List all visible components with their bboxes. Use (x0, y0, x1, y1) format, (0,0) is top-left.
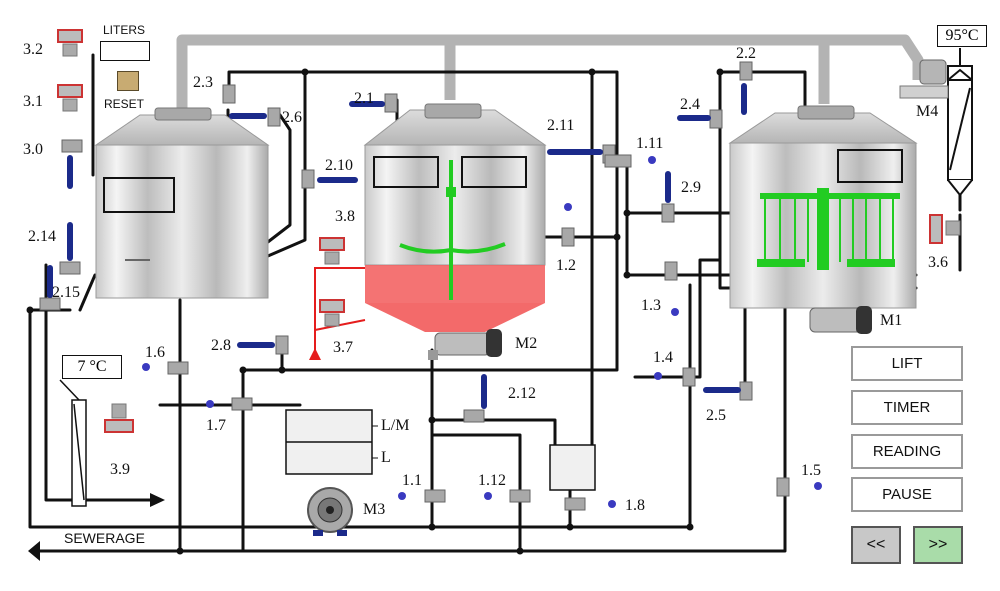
valve-3-9-label: 3.9 (110, 461, 130, 478)
motor-m4 (899, 59, 949, 99)
valve-2-6-label: 2.6 (282, 109, 302, 126)
liters-display (100, 41, 150, 61)
valve-2-9-label: 2.9 (681, 179, 701, 196)
heat-exchanger-cold (59, 379, 165, 507)
valve-2-8-label: 2.8 (211, 337, 231, 354)
heating-line (314, 267, 366, 355)
valve-1-8-label: 1.8 (625, 497, 645, 514)
valve-2-12-label: 2.12 (508, 385, 536, 402)
valve-1-2-label: 1.2 (556, 257, 576, 274)
valve-1-4-label: 1.4 (653, 349, 673, 366)
valve-1-12-label: 1.12 (478, 472, 506, 489)
valve-3-1-label: 3.1 (23, 93, 43, 110)
collector-vessel (549, 444, 596, 491)
valve-3-0-label: 3.0 (23, 141, 43, 158)
valve-2-11-label: 2.11 (547, 117, 575, 134)
valve-3-2-label: 3.2 (23, 41, 43, 58)
motor-m3-label: M3 (363, 501, 386, 518)
temperature-cold-display: 7 °C (62, 355, 122, 379)
sewerage-arrow (28, 541, 40, 561)
manual-valves (39, 61, 822, 511)
valve-2-14-label: 2.14 (28, 228, 56, 245)
reset-label: RESET (104, 97, 145, 111)
valve-2-5-label: 2.5 (706, 407, 726, 424)
level-low-label: L (381, 449, 391, 466)
reset-button[interactable] (117, 71, 139, 91)
valve-1-6-label: 1.6 (145, 344, 165, 361)
valve-1-3-label: 1.3 (641, 297, 661, 314)
heat-exchanger-hot (947, 48, 973, 197)
valve-1-7-label: 1.7 (206, 417, 226, 434)
level-vessel (285, 409, 378, 475)
valve-3-6-label: 3.6 (928, 254, 948, 271)
pump-m3 (307, 487, 353, 536)
valve-1-1-label: 1.1 (402, 472, 422, 489)
heating-triangle (309, 348, 321, 360)
tank-right (728, 105, 918, 309)
reading-button[interactable]: READING (851, 434, 963, 469)
timer-button[interactable]: TIMER (851, 390, 963, 425)
level-high-label: L/M (381, 417, 410, 434)
valve-2-3-label: 2.3 (193, 74, 213, 91)
valve-1-11-label: 1.11 (636, 135, 664, 152)
motor-m1-label: M1 (880, 312, 903, 329)
pause-button[interactable]: PAUSE (851, 477, 963, 512)
valve-2-2-label: 2.2 (736, 45, 756, 62)
motor-m1 (809, 306, 872, 334)
motor-m4-label: M4 (916, 103, 939, 120)
prev-button[interactable]: << (851, 526, 901, 564)
motor-m2 (428, 329, 502, 360)
sewerage-label: SEWERAGE (64, 530, 145, 546)
lift-button[interactable]: LIFT (851, 346, 963, 381)
tank-middle (363, 103, 547, 332)
vent-pipe (176, 34, 924, 108)
liters-label: LITERS (103, 23, 146, 37)
valve-2-10-label: 2.10 (325, 157, 353, 174)
tank-left (94, 107, 270, 299)
valve-2-1-label: 2.1 (354, 90, 374, 107)
motor-m2-label: M2 (515, 335, 538, 352)
next-button[interactable]: >> (913, 526, 963, 564)
valve-3-8-label: 3.8 (335, 208, 355, 225)
valve-3-7-label: 3.7 (333, 339, 353, 356)
pneumatic-valves (57, 29, 961, 433)
valve-2-4-label: 2.4 (680, 96, 700, 113)
valve-2-15-label: 2.15 (52, 284, 80, 301)
valve-1-5-label: 1.5 (801, 462, 821, 479)
temperature-hot-display: 95°C (937, 25, 987, 47)
